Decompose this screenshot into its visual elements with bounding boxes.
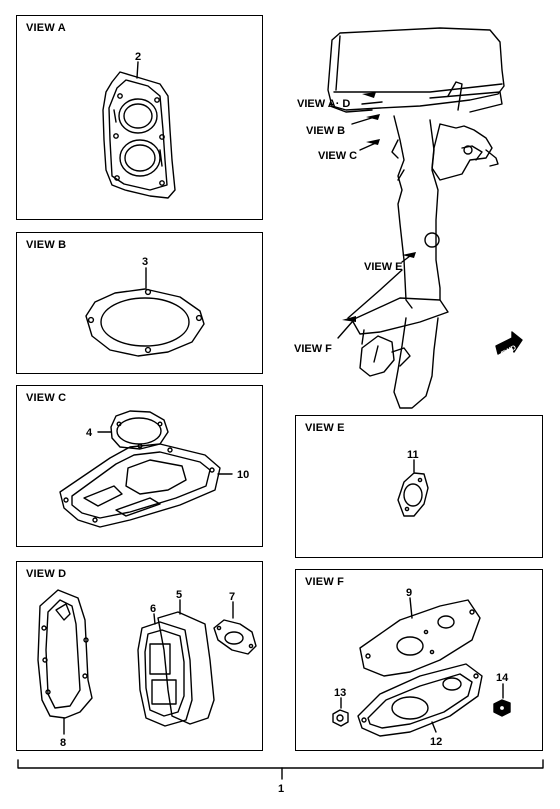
view-d-gasket-5 [157,599,215,725]
view-a-panel: VIEW A [16,15,263,220]
view-d-panel: VIEW D [16,561,263,751]
assembly-bracket [17,759,544,780]
view-d-gasket-7 [213,601,257,655]
view-f-nut-13 [332,697,349,727]
part-label-7: 7 [229,591,235,603]
part-label-10: 10 [237,469,249,481]
view-c-gasket-4 [97,410,169,450]
view-f-gasket-12 [357,663,483,737]
part-label-13: 13 [334,687,346,699]
callout-view-f: VIEW F [294,343,332,355]
view-b-gasket [85,267,205,357]
part-label-5: 5 [176,589,182,601]
view-e-title: VIEW E [305,422,345,434]
view-f-title: VIEW F [305,576,345,588]
view-b-title: VIEW B [26,239,67,251]
view-d-gasket-6 [137,613,193,727]
callout-arrows [342,92,416,322]
part-label-1: 1 [278,783,284,795]
callout-view-c: VIEW C [318,150,357,162]
callout-view-e: VIEW E [364,261,403,273]
view-c-title: VIEW C [26,392,67,404]
view-b-panel: VIEW B [16,232,263,374]
callout-view-ad: VIEW A· D [297,98,350,110]
view-e-washer [397,459,429,517]
part-label-9: 9 [406,587,412,599]
outboard-motor-illustration [327,27,505,409]
fwd-arrow-icon [495,331,523,355]
callout-view-b: VIEW B [306,125,345,137]
part-label-6: 6 [150,603,156,615]
part-label-3: 3 [142,256,148,268]
part-label-12: 12 [430,736,442,748]
part-label-14: 14 [496,672,509,684]
part-label-11: 11 [407,449,419,461]
view-d-title: VIEW D [26,568,67,580]
view-c-gasket-10 [59,443,233,528]
view-a-title: VIEW A [26,22,66,34]
part-label-2: 2 [135,51,141,63]
view-f-nut-14 [493,683,511,717]
view-d-gasket-8 [37,589,93,735]
cylinder-head-gasket [102,61,176,199]
view-f-gasket-9 [359,597,481,677]
part-label-4: 4 [86,427,93,439]
part-label-8: 8 [60,737,66,749]
